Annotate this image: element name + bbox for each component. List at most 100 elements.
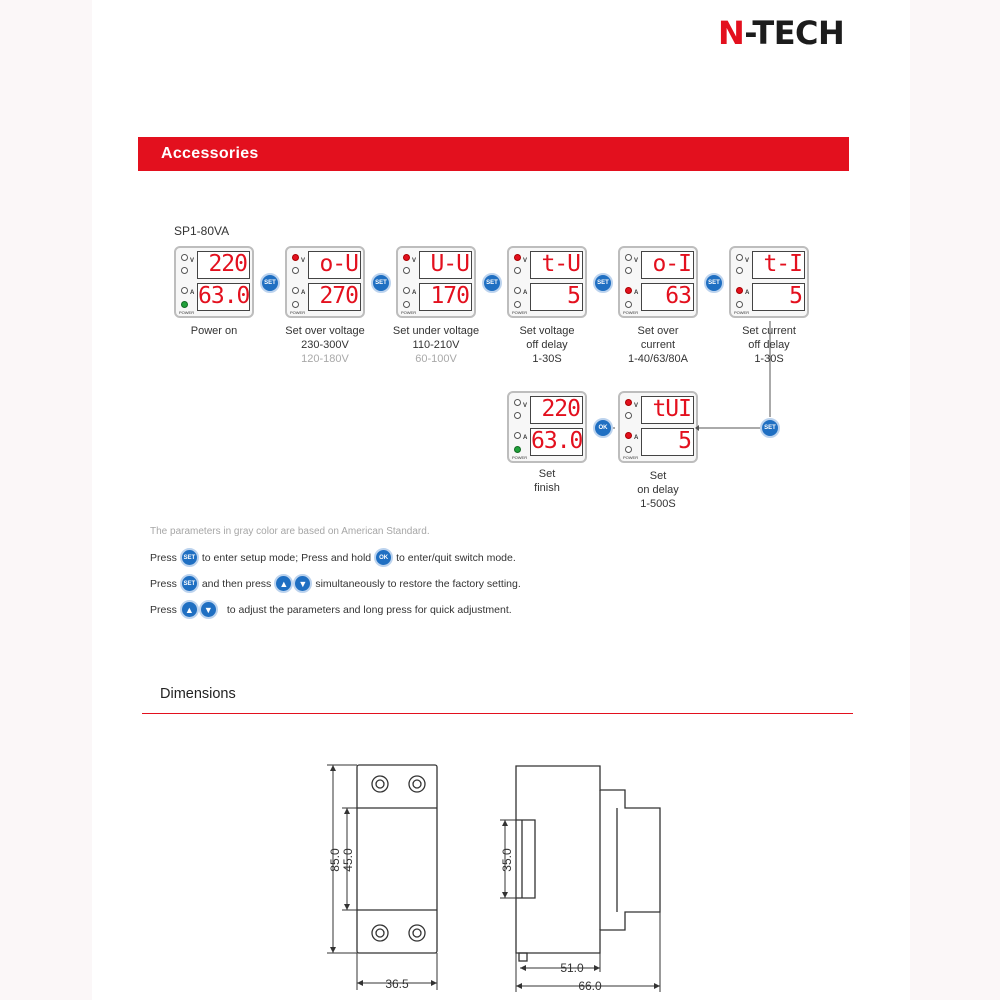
- bottom-display: 63.0: [197, 283, 250, 311]
- accessories-title: Accessories: [161, 145, 259, 162]
- instr-text: to enter setup mode; Press and hold: [201, 551, 372, 564]
- power-label: POWER: [179, 310, 195, 315]
- instr-text: simultaneously to restore the factory se…: [315, 577, 521, 590]
- led-indicator: [625, 287, 632, 294]
- caption-line: Power on: [190, 325, 238, 337]
- volt-unit: V: [745, 258, 750, 264]
- led-indicator: [514, 399, 521, 406]
- led-indicator: [514, 412, 521, 419]
- caption-line: Set: [538, 468, 556, 480]
- volt-unit: V: [412, 258, 417, 264]
- top-display: U-U: [419, 251, 472, 279]
- caption-line: finish: [534, 482, 560, 494]
- volt-unit: V: [523, 403, 528, 409]
- power-led: [292, 301, 299, 308]
- dimensions-divider: [142, 713, 853, 714]
- caption-line: 1-500S: [640, 498, 676, 510]
- front-view-drawing: [356, 764, 438, 954]
- volt-unit: V: [301, 258, 306, 264]
- top-display: tUI: [641, 396, 694, 424]
- led-indicator: [292, 254, 299, 261]
- caption-line: 1-40/63/80A: [628, 353, 688, 365]
- led-indicator: [181, 254, 188, 261]
- led-indicator: [736, 254, 743, 261]
- model-label: SP1-80VA: [174, 224, 230, 238]
- power-label: POWER: [512, 310, 528, 315]
- led-indicator: [403, 254, 410, 261]
- led-indicator: [625, 267, 632, 274]
- power-label: POWER: [401, 310, 417, 315]
- dim-36-5-label: 36.5: [385, 977, 409, 991]
- led-indicator: [181, 287, 188, 294]
- down-arrow-icon: ▼: [293, 574, 313, 593]
- ok-key-icon: OK: [374, 548, 394, 567]
- dim-85-label: 85.0: [328, 848, 342, 872]
- side-dimension-lines: [500, 819, 661, 992]
- brand-logo: N-TECH: [718, 14, 845, 52]
- bottom-display: 270: [308, 283, 361, 311]
- power-led: [625, 446, 632, 453]
- top-display: o-I: [641, 251, 694, 279]
- caption-line: Set current: [742, 325, 796, 337]
- led-indicator: [514, 287, 521, 294]
- bottom-display: 170: [419, 283, 472, 311]
- power-led: [736, 301, 743, 308]
- caption-line: Set over: [637, 325, 679, 337]
- instr-text: Press: [150, 551, 177, 564]
- led-indicator: [736, 267, 743, 274]
- top-display: t-I: [752, 251, 805, 279]
- set-key-icon: SET: [482, 273, 502, 293]
- power-label: POWER: [290, 310, 306, 315]
- power-label: POWER: [512, 455, 528, 460]
- led-indicator: [514, 267, 521, 274]
- amp-unit: A: [634, 435, 639, 441]
- up-arrow-icon: ▲: [179, 600, 199, 619]
- power-led: [181, 301, 188, 308]
- step-caption-1: Power on: [149, 324, 279, 338]
- power-led: [403, 301, 410, 308]
- volt-unit: V: [523, 258, 528, 264]
- down-arrow-icon: ▼: [198, 600, 218, 619]
- led-indicator: [514, 432, 521, 439]
- caption-line: 230-300V: [301, 339, 349, 351]
- dim-66-label: 66.0: [578, 979, 602, 993]
- dim-51-label: 51.0: [560, 961, 584, 975]
- instruction-line-2: Press SET and then press ▲ ▼ simultaneou…: [150, 574, 521, 593]
- set-key-icon: SET: [593, 273, 613, 293]
- led-indicator: [403, 287, 410, 294]
- caption-line: 110-210V: [412, 339, 460, 351]
- dimensions-title: Dimensions: [160, 686, 236, 702]
- set-key-icon: SET: [760, 418, 780, 438]
- power-led: [514, 301, 521, 308]
- led-indicator: [625, 399, 632, 406]
- led-indicator: [514, 254, 521, 261]
- instr-text: and then press: [201, 577, 272, 590]
- power-label: POWER: [623, 455, 639, 460]
- led-indicator: [292, 267, 299, 274]
- top-display: 220: [197, 251, 250, 279]
- set-key-icon: SET: [179, 574, 199, 593]
- power-label: POWER: [623, 310, 639, 315]
- caption-gray-line: 60-100V: [415, 353, 457, 365]
- power-label: POWER: [734, 310, 750, 315]
- up-arrow-icon: ▲: [274, 574, 294, 593]
- caption-line: 1-30S: [532, 353, 562, 365]
- bottom-display: 5: [641, 428, 694, 456]
- amp-unit: A: [190, 290, 195, 296]
- instr-text: Press: [150, 603, 177, 616]
- caption-line: Set voltage: [519, 325, 575, 337]
- set-key-icon: SET: [704, 273, 724, 293]
